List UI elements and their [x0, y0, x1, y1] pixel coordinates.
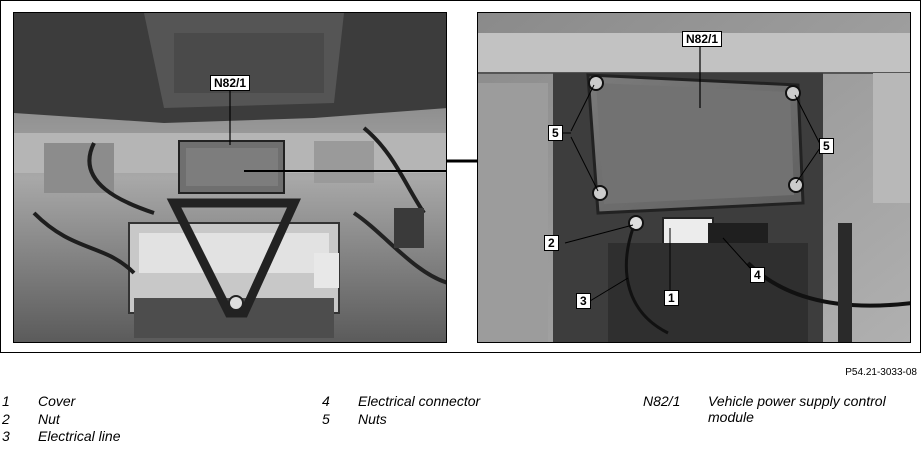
callout-connector: 4 — [750, 267, 765, 283]
legend-text: Electrical connector — [358, 393, 481, 409]
legend-text: Cover — [38, 393, 76, 409]
legend-number: 2 — [2, 410, 10, 427]
right-photo: N82/1 5 5 2 3 1 4 — [477, 12, 911, 343]
callout-electrical-line: 3 — [576, 293, 591, 309]
legend-number: 4 — [322, 393, 330, 409]
reference-code: P54.21-3033-08 — [845, 367, 917, 378]
legend-column-3: N82/1 Vehicle power supply control modul… — [643, 393, 918, 427]
callout-nuts-left: 5 — [548, 125, 563, 141]
legend-item: 4 Electrical connector — [322, 393, 582, 411]
figure-frame: N82/1 — [0, 0, 921, 353]
legend-text: Electrical line — [38, 428, 121, 444]
legend-number: 3 — [2, 428, 10, 444]
left-photo-illustration — [14, 13, 446, 342]
legend-item: 1 Cover — [2, 393, 262, 411]
connector-line — [447, 159, 477, 163]
legend-number: N82/1 — [643, 393, 681, 409]
legend-number: 5 — [322, 410, 330, 427]
callout-cover: 1 — [664, 290, 679, 306]
legend-item: 5 Nuts — [322, 411, 582, 429]
callout-module-left: N82/1 — [210, 75, 251, 91]
legend-text: Nuts — [358, 410, 387, 427]
callout-nuts-right: 5 — [819, 138, 834, 154]
legend-column-1: 1 Cover 2 Nut 3 Electrical line — [2, 393, 262, 446]
legend-item: 2 Nut — [2, 411, 262, 429]
right-photo-illustration — [478, 13, 910, 342]
callout-nut: 2 — [544, 235, 559, 251]
legend-number: 1 — [2, 393, 10, 409]
legend-item: 3 Electrical line — [2, 428, 262, 446]
legend-column-2: 4 Electrical connector 5 Nuts — [322, 393, 582, 428]
callout-module-right: N82/1 — [682, 31, 723, 47]
legend-text: Vehicle power supply control module — [708, 393, 886, 425]
left-photo: N82/1 — [13, 12, 447, 343]
legend-text: Nut — [38, 410, 60, 427]
legend-item: N82/1 Vehicle power supply control modul… — [643, 393, 918, 427]
